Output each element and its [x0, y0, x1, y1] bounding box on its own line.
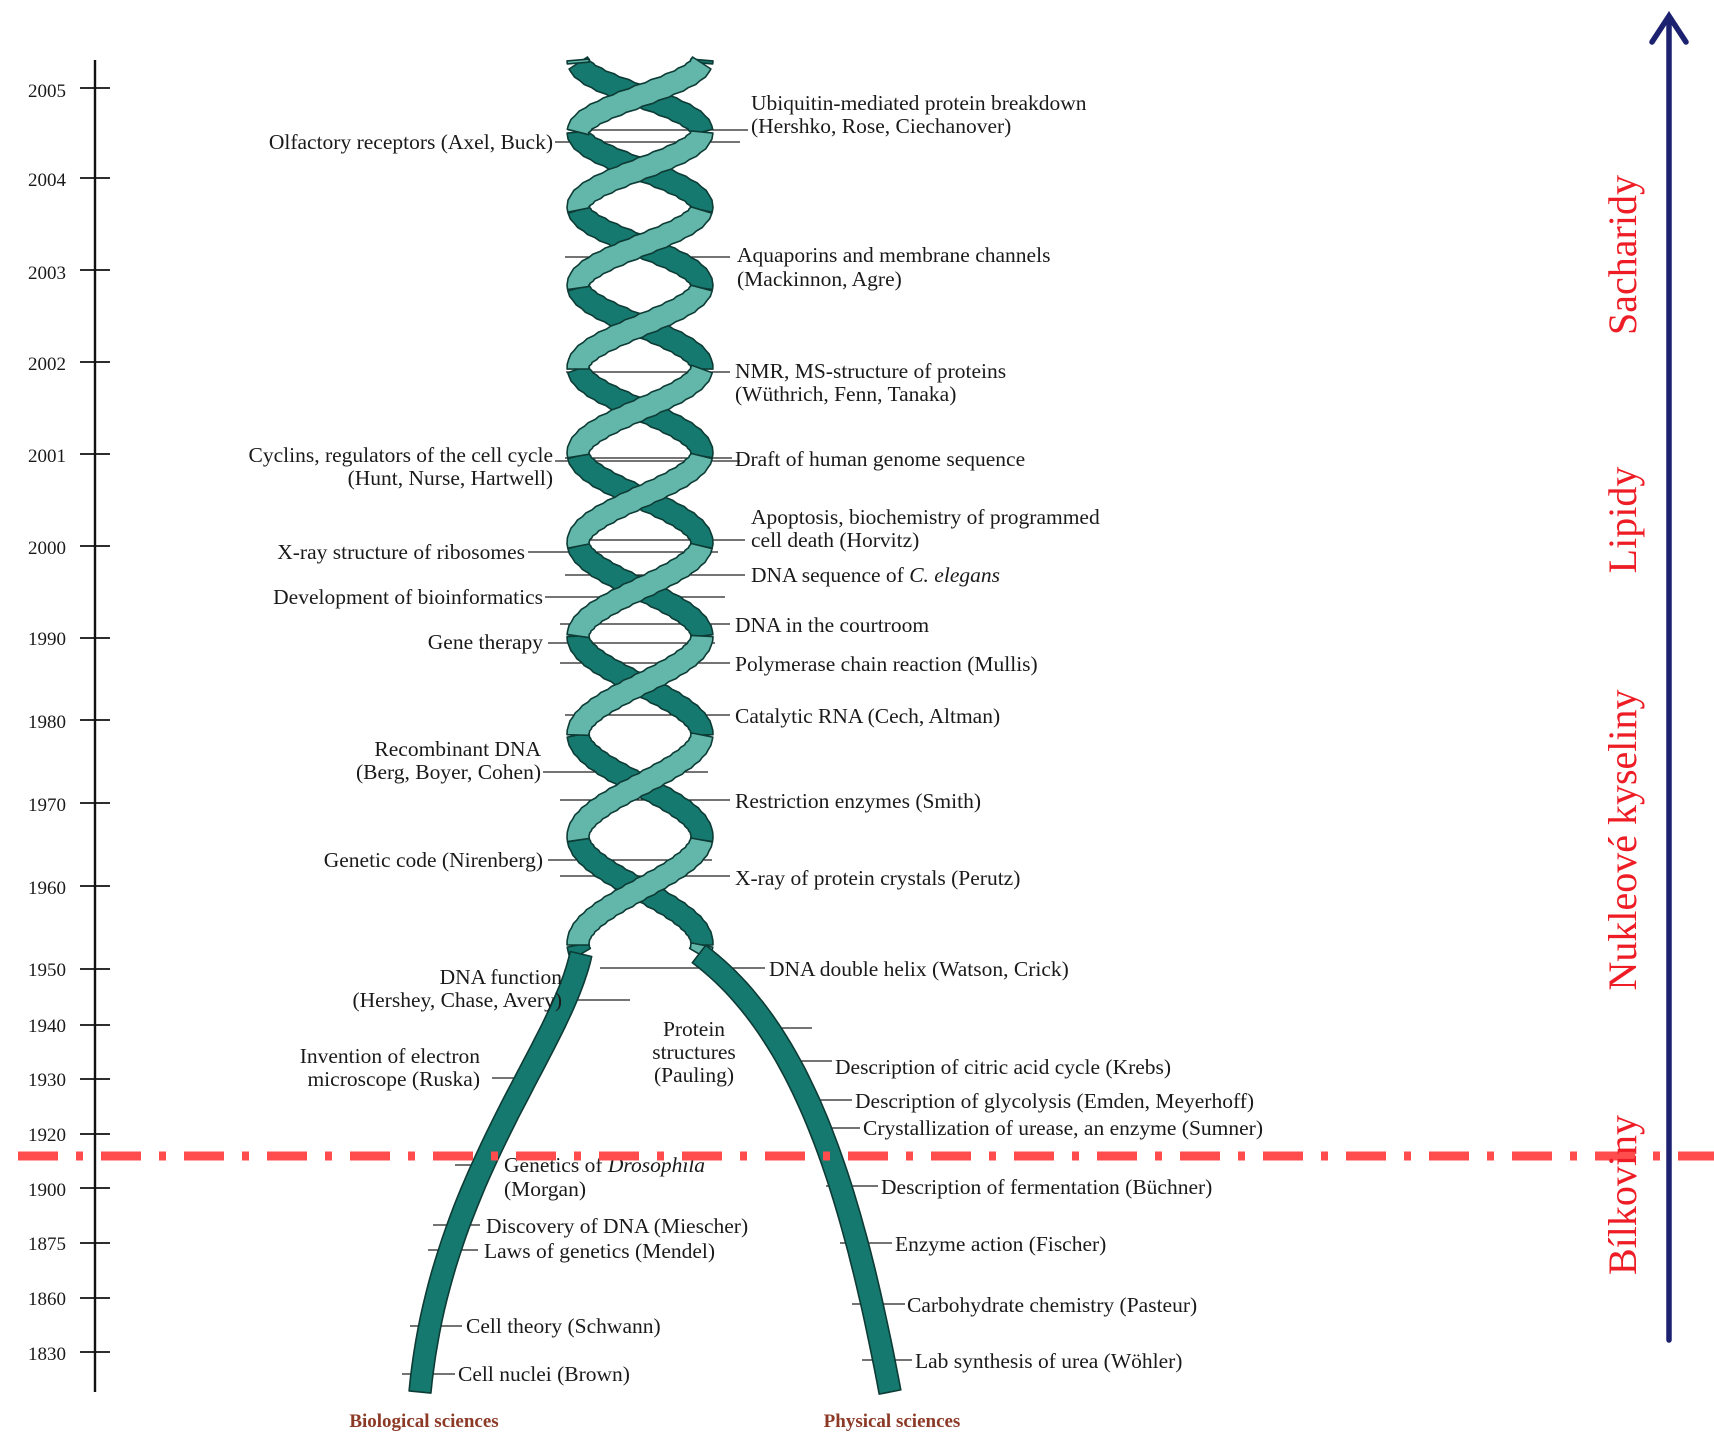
label-cyclins-line1: Cyclins, regulators of the cell cycle: [249, 443, 553, 467]
label-xray-protein: X-ray of protein crystals (Perutz): [735, 866, 1020, 890]
label-apoptosis-line2: cell death (Horvitz): [751, 528, 919, 552]
label-restriction-enzymes: Restriction enzymes (Smith): [735, 789, 981, 813]
label-celegans-text: DNA sequence of: [751, 563, 909, 587]
footer-physical-sciences: Physical sciences: [824, 1411, 961, 1432]
label-ribosomes: X-ray structure of ribosomes: [277, 540, 525, 564]
label-cyclins-line2: (Hunt, Nurse, Hartwell): [348, 466, 553, 490]
year-label: 1970: [28, 795, 66, 816]
label-catalytic-rna: Catalytic RNA (Cech, Altman): [735, 704, 1000, 728]
biological-labels-lower: Genetics of Drosophila (Morgan) Discover…: [458, 1153, 748, 1386]
label-enzyme-action: Enzyme action (Fischer): [895, 1232, 1106, 1256]
biomolecule-classes: Sacharidy Lipidy Nukleové kyseliny Bílko…: [1600, 175, 1645, 1275]
label-glycolysis: Description of glycolysis (Emden, Meyerh…: [855, 1089, 1254, 1113]
label-miescher: Discovery of DNA (Miescher): [486, 1214, 748, 1238]
label-fermentation: Description of fermentation (Büchner): [881, 1175, 1212, 1199]
label-nmr-line2: (Wüthrich, Fenn, Tanaka): [735, 382, 956, 406]
year-label: 1980: [28, 712, 66, 733]
year-label: 2001: [28, 446, 66, 467]
label-celegans: DNA sequence of C. elegans: [751, 563, 1000, 587]
footer-biological-sciences: Biological sciences: [349, 1411, 498, 1432]
label-electron-microscope-line1: Invention of electron: [300, 1044, 481, 1068]
year-label: 1960: [28, 878, 66, 899]
label-bioinformatics: Development of bioinformatics: [273, 585, 543, 609]
year-label: 1990: [28, 629, 66, 650]
year-label: 1920: [28, 1125, 66, 1146]
label-mendel: Laws of genetics (Mendel): [484, 1239, 715, 1263]
label-citric-acid-cycle: Description of citric acid cycle (Krebs): [835, 1055, 1171, 1079]
label-ubiquitin-line1: Ubiquitin-mediated protein breakdown: [751, 91, 1087, 115]
year-label: 2002: [28, 354, 66, 375]
label-aquaporins-line1: Aquaporins and membrane channels: [737, 243, 1050, 267]
label-pauling-line3: (Pauling): [654, 1063, 734, 1087]
side-label-sacharidy: Sacharidy: [1600, 175, 1645, 335]
year-labels: 2005 2004 2003 2002 2001 2000 1990 1980 …: [28, 81, 67, 1365]
label-urea-synthesis: Lab synthesis of urea (Wöhler): [915, 1349, 1182, 1373]
helix-right-branch: [692, 945, 901, 1394]
label-pauling: Protein structures (Pauling): [652, 1017, 736, 1087]
label-recombinant-line2: (Berg, Boyer, Cohen): [356, 760, 541, 784]
label-drosophila-line2: (Morgan): [504, 1177, 586, 1201]
label-dna-function-line2: (Hershey, Chase, Avery): [352, 988, 562, 1012]
footer: Biological sciences Physical sciences: [349, 1411, 960, 1432]
side-label-lipidy: Lipidy: [1600, 467, 1645, 574]
label-ubiquitin-line2: (Hershko, Rose, Ciechanover): [751, 114, 1011, 138]
year-label: 1950: [28, 960, 66, 981]
year-label: 2003: [28, 263, 66, 284]
label-cell-theory: Cell theory (Schwann): [466, 1314, 661, 1338]
side-label-bilkoviny: Bílkoviny: [1600, 1115, 1645, 1275]
label-double-helix: DNA double helix (Watson, Crick): [769, 957, 1069, 981]
year-label: 2000: [28, 538, 66, 559]
label-urease: Crystallization of urease, an enzyme (Su…: [863, 1116, 1263, 1140]
year-label: 2005: [28, 81, 66, 102]
biological-labels: Olfactory receptors (Axel, Buck) Cyclins…: [249, 130, 563, 1091]
up-arrow-icon: [1652, 16, 1686, 1340]
physical-labels: Ubiquitin-mediated protein breakdown (He…: [735, 91, 1263, 1373]
label-gene-therapy: Gene therapy: [428, 630, 543, 654]
year-label: 1860: [28, 1289, 66, 1310]
year-label: 1940: [28, 1016, 66, 1037]
label-olfactory-receptors: Olfactory receptors (Axel, Buck): [269, 130, 553, 154]
year-label: 1930: [28, 1070, 66, 1091]
year-axis: [80, 60, 110, 1392]
year-label: 1875: [28, 1234, 66, 1255]
label-recombinant-line1: Recombinant DNA: [374, 737, 541, 761]
label-electron-microscope-line2: microscope (Ruska): [307, 1067, 480, 1091]
label-genetic-code: Genetic code (Nirenberg): [324, 848, 543, 872]
label-genome: Draft of human genome sequence: [735, 447, 1025, 471]
year-label: 1830: [28, 1344, 66, 1365]
side-label-nukleove-kyseliny: Nukleové kyseliny: [1600, 689, 1645, 990]
label-celegans-italic: C. elegans: [909, 563, 1000, 587]
label-pauling-line1: Protein: [663, 1017, 725, 1041]
year-label: 2004: [28, 170, 67, 191]
label-courtroom: DNA in the courtroom: [735, 613, 929, 637]
label-carbohydrate: Carbohydrate chemistry (Pasteur): [907, 1293, 1197, 1317]
label-cell-nuclei: Cell nuclei (Brown): [458, 1362, 630, 1386]
label-apoptosis-line1: Apoptosis, biochemistry of programmed: [751, 505, 1100, 529]
label-pauling-line2: structures: [652, 1040, 736, 1064]
label-aquaporins-line2: (Mackinnon, Agre): [737, 267, 902, 291]
label-dna-function-line1: DNA function: [440, 965, 563, 989]
year-label: 1900: [28, 1180, 66, 1201]
label-nmr-line1: NMR, MS-structure of proteins: [735, 359, 1006, 383]
label-pcr: Polymerase chain reaction (Mullis): [735, 652, 1038, 676]
